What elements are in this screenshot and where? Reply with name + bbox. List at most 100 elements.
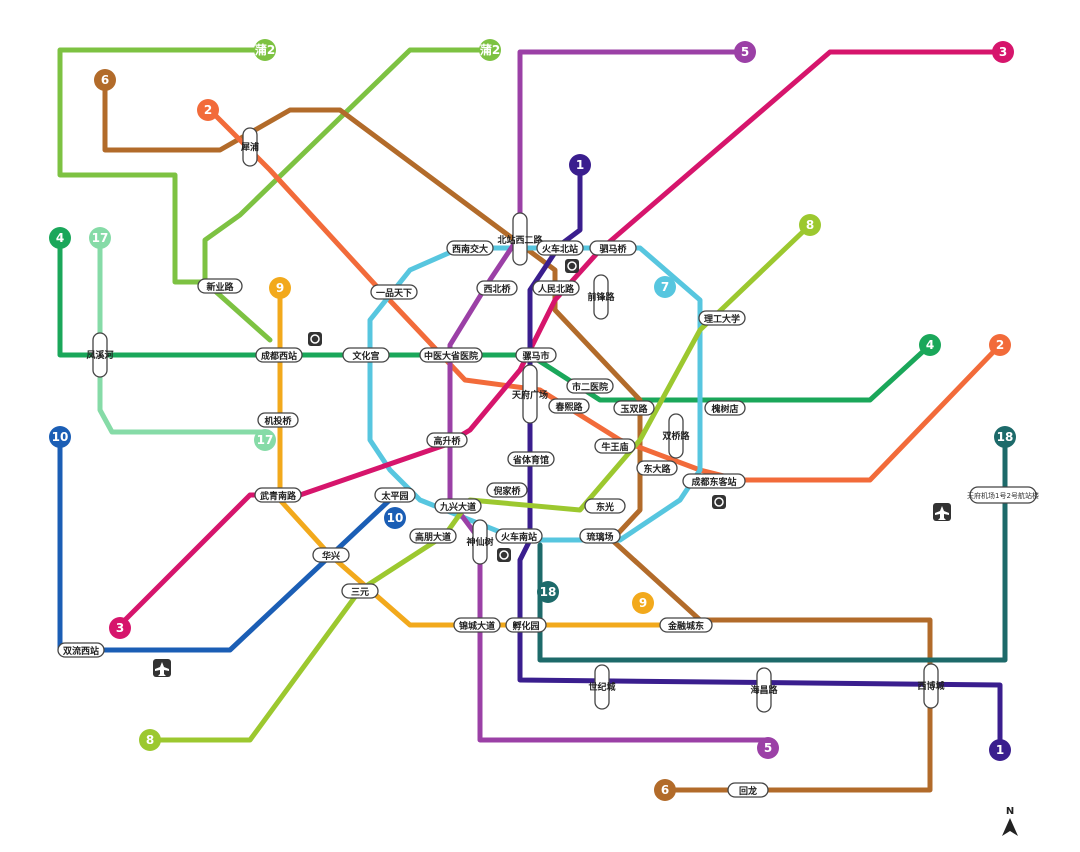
station-dongguang[interactable]: 东光	[584, 498, 626, 514]
badge-line-3-top[interactable]: 3	[992, 41, 1014, 63]
badge-line-10-mid[interactable]: 10	[384, 507, 406, 529]
svg-text:5: 5	[741, 45, 749, 59]
svg-text:省体育馆: 省体育馆	[512, 454, 549, 466]
station-xinyelu[interactable]: 新业路	[197, 278, 243, 294]
station-renminbeilu[interactable]: 人民北路	[532, 280, 580, 296]
svg-text:天府广场: 天府广场	[512, 389, 548, 401]
svg-text:中医大省医院: 中医大省医院	[424, 350, 478, 362]
svg-text:回龙: 回龙	[739, 785, 757, 797]
station-jiuxingdadao[interactable]: 九兴大道	[434, 498, 482, 514]
station-jinrongchengdong[interactable]: 金融城东	[659, 617, 713, 633]
svg-text:8: 8	[146, 733, 154, 747]
svg-text:10: 10	[387, 511, 404, 525]
svg-text:N: N	[1006, 806, 1014, 817]
badge-line-18-top[interactable]: 18	[994, 426, 1016, 448]
station-ligongdaxue[interactable]: 理工大学	[698, 310, 746, 326]
station-simaqiao[interactable]: 驷马桥	[589, 240, 637, 256]
badge-line-9-top[interactable]: 9	[269, 277, 291, 299]
station-tianfujichang[interactable]: 天府机场1号2号航站楼	[967, 486, 1039, 504]
badge-line-17-top[interactable]: 17	[89, 227, 111, 249]
station-shuangliuxizhan[interactable]: 双流西站	[57, 642, 105, 658]
badge-line-6-top[interactable]: 6	[94, 69, 116, 91]
station-huaishudian[interactable]: 槐树店	[704, 400, 746, 416]
badge-line-2-right[interactable]: 2	[989, 334, 1011, 356]
svg-text:成都东客站: 成都东客站	[691, 476, 736, 488]
station-gaoshengqiao[interactable]: 高升桥	[426, 432, 468, 448]
station-shenxianshu[interactable]: 神仙树	[466, 519, 494, 565]
badge-line-2-top[interactable]: 2	[197, 99, 219, 121]
line-pu2	[57, 47, 493, 285]
station-jitouqiao[interactable]: 机投桥	[257, 412, 299, 428]
station-luomashi[interactable]: 骡马市	[515, 347, 557, 363]
badge-line-9-bottom[interactable]: 9	[632, 592, 654, 614]
station-qianfenglu[interactable]: 前锋路	[587, 274, 615, 320]
station-yushuanglu[interactable]: 玉双路	[613, 400, 655, 416]
svg-text:新业路: 新业路	[206, 281, 234, 293]
svg-text:西南交大: 西南交大	[452, 243, 488, 255]
svg-text:玉双路: 玉双路	[620, 403, 648, 415]
svg-text:锦城大道: 锦城大道	[459, 620, 495, 632]
station-xinanjiaoda[interactable]: 西南交大	[446, 240, 494, 256]
station-zhongyidayiyuan[interactable]: 中医大省医院	[419, 347, 483, 363]
station-beizhan-xier[interactable]: 北站西二路	[497, 212, 543, 266]
svg-text:神仙树: 神仙树	[466, 536, 493, 548]
badge-line-8-top[interactable]: 8	[799, 214, 821, 236]
station-wenhuagong[interactable]: 文化宫	[342, 347, 390, 363]
station-wuqingnanlu[interactable]: 武青南路	[254, 487, 302, 503]
station-sanyuan[interactable]: 三元	[341, 583, 379, 599]
svg-text:9: 9	[276, 281, 284, 295]
station-liulichang[interactable]: 琉璃场	[579, 528, 621, 544]
station-huochebeizhan[interactable]: 火车北站	[536, 240, 584, 256]
station-chunxilu[interactable]: 春熙路	[548, 398, 590, 414]
station-fengxihe[interactable]: 凤溪河	[86, 332, 114, 378]
line-5	[447, 49, 773, 743]
badge-line-4-left[interactable]: 4	[49, 227, 71, 249]
station-shijicheng[interactable]: 世纪城	[588, 664, 616, 710]
badge-line-8-bottom[interactable]: 8	[139, 729, 161, 751]
station-huaxing[interactable]: 华兴	[312, 547, 350, 563]
station-shengtiyuguan[interactable]: 省体育馆	[507, 451, 555, 467]
svg-text:8: 8	[806, 218, 814, 232]
badge-line-6-bottom[interactable]: 6	[654, 779, 676, 801]
station-jinchengdadao[interactable]: 锦城大道	[453, 617, 501, 633]
badge-pu2-left[interactable]: 蒲2	[254, 39, 276, 61]
svg-text:双流西站: 双流西站	[63, 645, 99, 657]
badge-line-10-top[interactable]: 10	[49, 426, 71, 448]
station-tianfuguangchang[interactable]: 天府广场	[512, 364, 548, 424]
station-gaopengdadao[interactable]: 高朋大道	[409, 528, 457, 544]
station-shuangqiaolu[interactable]: 双桥路	[662, 413, 690, 459]
badge-line-3-bottom[interactable]: 3	[109, 617, 131, 639]
station-xibeiqiao[interactable]: 西北桥	[476, 280, 518, 296]
svg-text:7: 7	[661, 280, 669, 294]
badge-pu2-right[interactable]: 蒲2	[479, 39, 501, 61]
station-nijiaqiao[interactable]: 倪家桥	[486, 482, 528, 498]
svg-text:高升桥: 高升桥	[433, 435, 461, 447]
svg-text:九兴大道: 九兴大道	[439, 501, 476, 513]
badge-line-4-right[interactable]: 4	[919, 334, 941, 356]
station-huilong[interactable]: 回龙	[727, 782, 769, 798]
station-fuhuayuan[interactable]: 孵化园	[505, 617, 547, 633]
svg-text:一品天下: 一品天下	[376, 288, 412, 299]
badge-line-7[interactable]: 7	[654, 276, 676, 298]
badge-line-17-bottom[interactable]: 17	[254, 429, 276, 451]
station-yipintianxia[interactable]: 一品天下	[370, 284, 418, 300]
station-chengdudongkezhan[interactable]: 成都东客站	[682, 473, 746, 489]
station-haichangnanlu[interactable]: 海昌路	[750, 667, 778, 713]
badge-line-1-top[interactable]: 1	[569, 154, 591, 176]
badge-line-18-mid[interactable]: 18	[537, 581, 559, 603]
station-xibocheng[interactable]: 西博城	[917, 663, 945, 709]
station-dongdalu[interactable]: 东大路	[636, 460, 678, 476]
station-chengduxizhan[interactable]: 成都西站	[255, 347, 303, 363]
svg-text:世纪城: 世纪城	[588, 681, 615, 693]
svg-text:6: 6	[101, 73, 109, 87]
badge-line-5-bottom[interactable]: 5	[757, 737, 779, 759]
badge-line-5-top[interactable]: 5	[734, 41, 756, 63]
station-xipu[interactable]: 犀浦	[240, 127, 259, 167]
station-huochenanzhan[interactable]: 火车南站	[495, 528, 543, 544]
station-taipingyuan[interactable]: 太平园	[374, 487, 416, 503]
svg-text:东大路: 东大路	[643, 463, 671, 475]
station-niuwangmiao[interactable]: 牛王庙	[594, 438, 636, 454]
badge-line-1-bottom[interactable]: 1	[989, 739, 1011, 761]
svg-text:火车北站: 火车北站	[542, 243, 578, 255]
station-shierzhongyiyuan[interactable]: 市二医院	[566, 378, 614, 394]
